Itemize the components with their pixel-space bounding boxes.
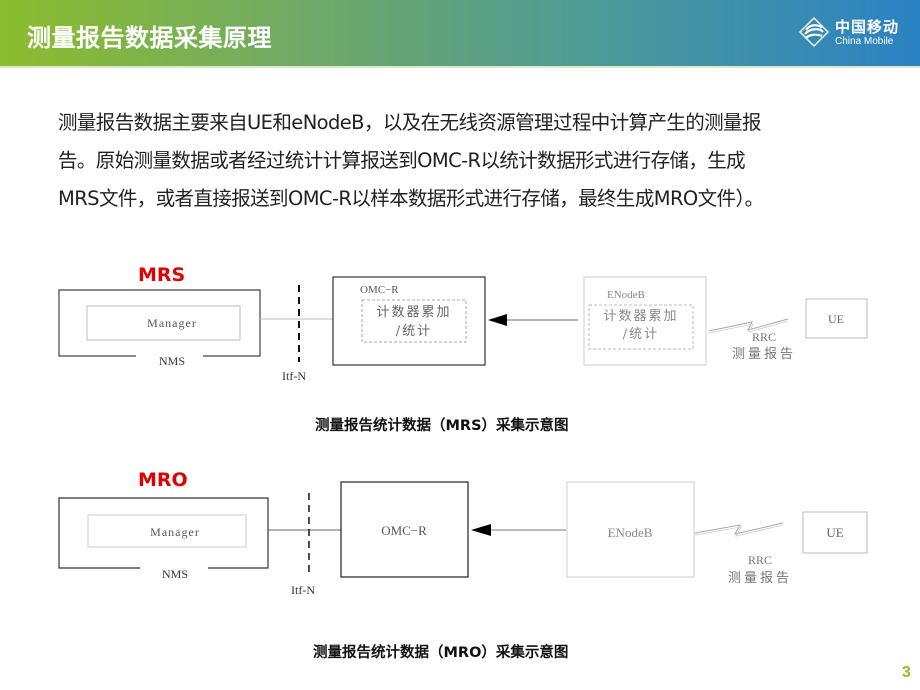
paragraph-line: 告。原始测量数据或者经过统计计算报送到OMC-R以统计数据形式进行存储，生成 [58,149,746,172]
mro-rrc-wireless-icon-shadow [694,524,784,537]
mrs-omc-inner-line2: /统计 [396,324,432,339]
mro-ue-box [802,511,868,554]
mrs-caption: 测量报告统计数据（MRS）采集示意图 [315,418,569,434]
mro-caption: 测量报告统计数据（MRO）采集示意图 [313,645,569,661]
mrs-rrc-wireless-icon-shadow [708,320,789,334]
mro-rrc-wireless-icon [694,522,784,535]
mrs-manager-label: Manager [147,316,197,330]
mrs-omc-box: OMC−R 计数器累加 /统计 [332,276,486,366]
page-number: 3 [902,664,911,681]
mro-rrc-label: RRC [748,553,772,567]
mrs-nms-label: NMS [159,354,185,368]
mro-nms-label: NMS [162,567,188,581]
logo-english-text: China Mobile [835,36,894,47]
mro-omc-label: OMC−R [381,523,427,538]
logo-chinese-text: 中国移动 [835,18,900,36]
mrs-itf-label: Itf-N [282,369,306,383]
mro-itf-label: Itf-N [291,583,315,597]
china-mobile-logo: 中国移动 China Mobile [798,14,910,54]
mrs-omc-inner-line1: 计数器累加 [376,305,451,320]
mrs-report-label: 测量报告 [732,347,796,362]
mrs-nms-box: Manager NMS [58,289,261,368]
mro-nms-box: Manager NMS [58,497,269,581]
mro-omc-box: OMC−R [340,481,469,578]
mrs-enodeb-label: ENodeB [607,289,645,301]
mrs-omc-label: OMC−R [360,284,399,296]
mrs-label: MRS [138,264,186,286]
mro-arrowhead-icon [471,524,491,536]
mrs-ue-label: UE [828,312,844,326]
china-mobile-logo-icon [799,17,829,47]
mro-label: MRO [138,469,188,491]
mro-report-label: 测量报告 [728,571,792,586]
mro-enodeb-box: ENodeB [566,481,695,578]
description-paragraph: 测量报告数据主要来自UE和eNodeB，以及在无线资源管理过程中计算产生的测量报… [58,104,878,218]
mrs-ue-box [805,298,868,339]
paragraph-line: MRS文件，或者直接报送到OMC-R以样本数据形式进行存储，最终生成MRO文件）… [58,187,764,210]
slide-title: 测量报告数据采集原理 [27,24,272,52]
mrs-rrc-label: RRC [752,330,776,344]
mrs-enodeb-box: ENodeB 计数器累加 /统计 [583,276,707,366]
mro-manager-label: Manager [150,525,200,539]
mrs-enodeb-inner-line2: /统计 [623,327,659,342]
paragraph-line: 测量报告数据主要来自UE和eNodeB，以及在无线资源管理过程中计算产生的测量报 [58,111,761,134]
mrs-enodeb-inner-line1: 计数器累加 [603,309,678,324]
mrs-rrc-wireless-icon [708,318,789,332]
mro-enodeb-label: ENodeB [608,525,653,540]
slide-header: 测量报告数据采集原理 中国移动 China Mobile [0,0,920,68]
mro-ue-label: UE [826,525,843,540]
mrs-arrowhead-icon [488,314,507,326]
